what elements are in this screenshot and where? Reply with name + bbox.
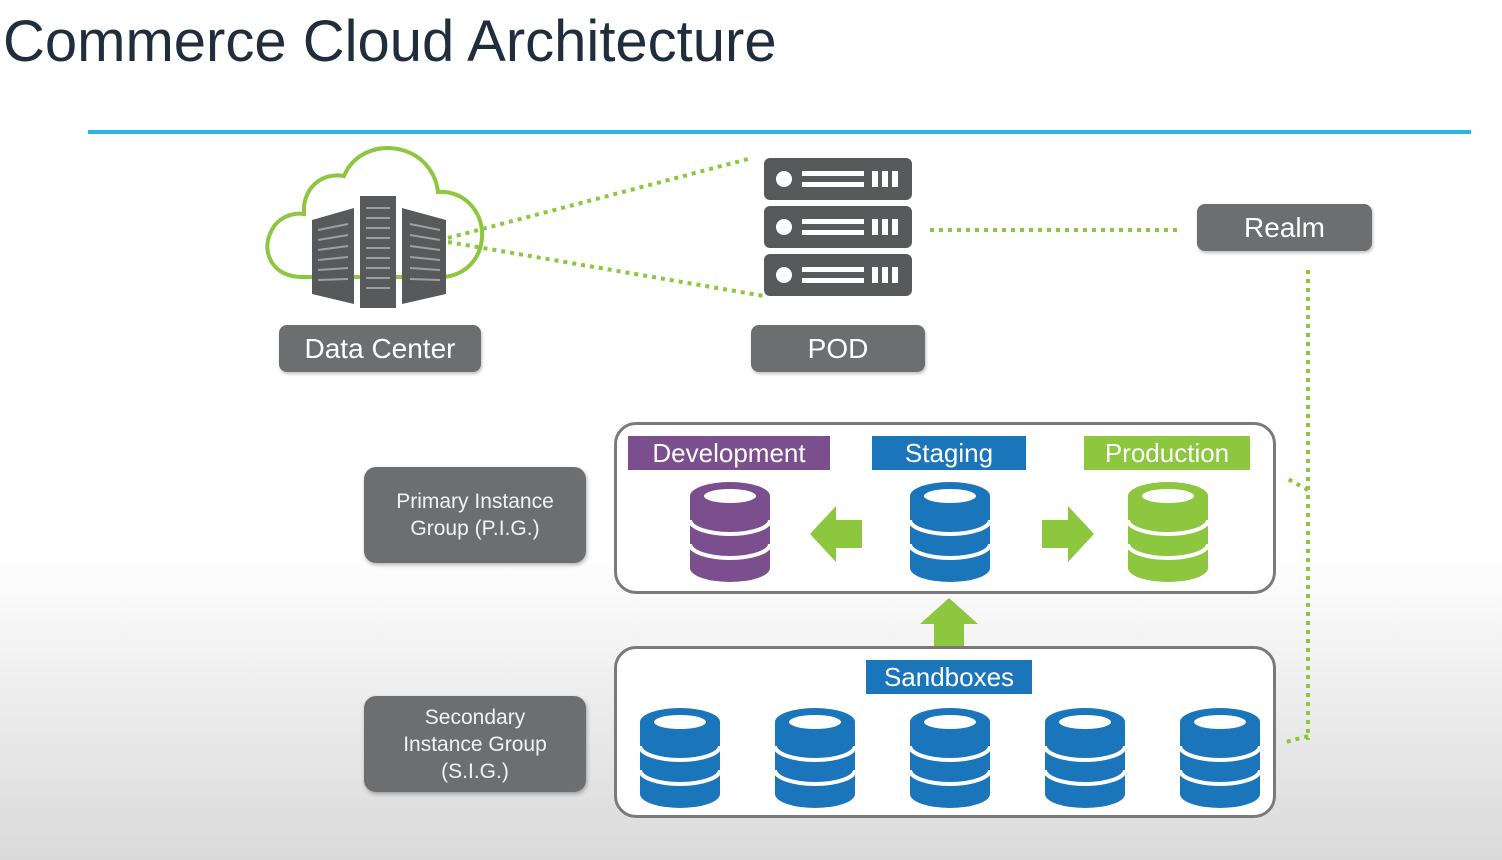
production-database-icon [1126,482,1210,582]
connector-realm-pig [1285,476,1309,492]
primary-group-line-1: Primary Instance [396,490,554,513]
sandbox-database-icon-4 [1043,708,1127,808]
development-tag: Development [628,436,830,470]
cloud-datacenter-icon [265,146,485,308]
slide-title: Commerce Cloud Architecture [3,9,777,74]
production-tag: Production [1084,436,1250,470]
primary-instance-group-label: Primary Instance Group (P.I.G.) [364,467,586,563]
development-database-icon [688,482,772,582]
secondary-group-line-3: (S.I.G.) [441,759,509,783]
sandbox-database-icon-1 [638,708,722,808]
staging-database-icon [908,482,992,582]
secondary-instance-group-label: Secondary Instance Group (S.I.G.) [364,696,586,792]
sandbox-database-icon-3 [908,708,992,808]
pod-label: POD [751,325,925,372]
connector-datacenter-pod-top [447,156,753,240]
server-rack-icon [764,158,912,296]
arrow-up-icon [920,598,978,646]
sandbox-database-icon-5 [1178,708,1262,808]
connector-datacenter-pod-bottom [447,240,765,298]
data-center-label: Data Center [279,325,481,372]
sandbox-database-icon-2 [773,708,857,808]
arrow-right-icon [1042,506,1094,562]
connector-realm-sig [1285,734,1309,744]
primary-group-line-2: Group (P.I.G.) [410,517,540,540]
secondary-group-line-2: Instance Group [403,732,547,756]
staging-tag: Staging [872,436,1026,470]
secondary-group-line-1: Secondary [424,705,526,729]
realm-label: Realm [1197,204,1372,251]
title-divider [88,130,1471,134]
sandboxes-tag: Sandboxes [866,660,1032,694]
arrow-left-icon [810,506,862,562]
